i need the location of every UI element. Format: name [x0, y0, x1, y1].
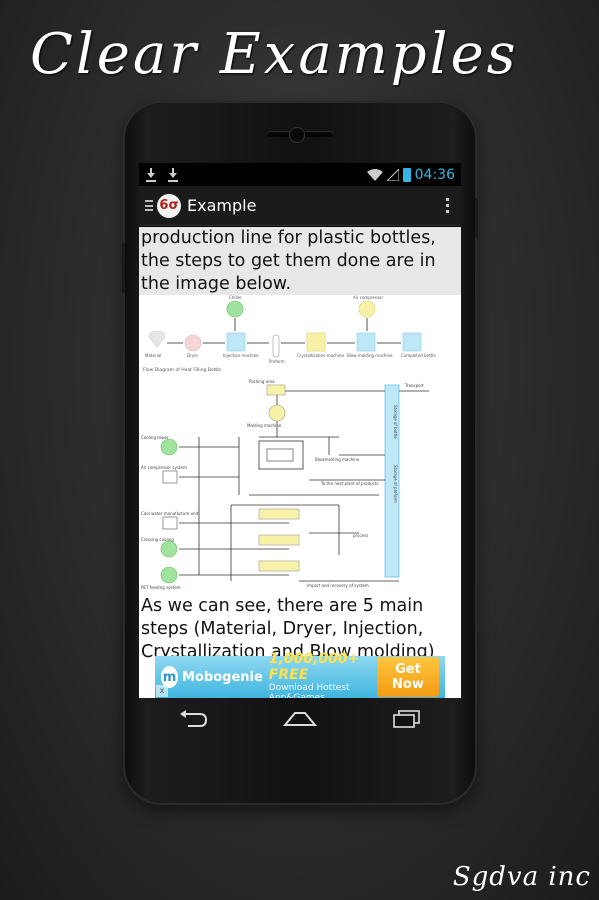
ad-brand: Mobogenie [182, 669, 263, 685]
diagram-label: Cooling tower [141, 435, 169, 440]
diagram-label: Crossing cooling [141, 537, 174, 542]
air-compressor-system-shape [162, 470, 178, 484]
front-camera-icon [290, 128, 304, 142]
packing-area-shape [266, 384, 286, 396]
diagram-label: To the next plant of products [320, 481, 379, 486]
paragraph-top: production line for plastic bottles, the… [139, 227, 461, 295]
article-content[interactable]: production line for plastic bottles, the… [139, 227, 461, 698]
diagram-label: Import and recovery of system [307, 583, 369, 588]
drawer-indicator-icon[interactable] [145, 200, 153, 211]
download-icon [167, 167, 179, 182]
diagram-label: Dryer [187, 353, 199, 358]
preform-shape [272, 334, 280, 358]
crystallization-machine-shape [306, 332, 326, 352]
diagram-label: Completed bottle [401, 353, 436, 358]
volume-button [122, 243, 125, 293]
crossing-cooling-shape [160, 540, 178, 558]
diagram-label: Air compressor system [141, 465, 187, 470]
diagram-label: Injection machine [223, 353, 259, 358]
get-now-button[interactable]: Get Now [376, 657, 439, 697]
blow-molding-machine-shape [356, 332, 376, 352]
diagram-schematic: Cooling tower Air compressor system Cool… [141, 379, 429, 590]
air-compressor-shape [358, 300, 376, 318]
diagram-label: Material [145, 353, 161, 358]
power-button [475, 198, 478, 238]
page-title: Example [187, 196, 257, 215]
cool-water-unit-shape [162, 516, 178, 530]
recent-apps-icon[interactable] [387, 705, 427, 733]
back-icon[interactable] [173, 705, 213, 733]
diagram-label: Cool water manufacture unit [141, 511, 199, 516]
diagram-label: Crystallization machine [297, 353, 344, 358]
diagram-label: Storage of bottle [393, 405, 398, 439]
overflow-menu-icon[interactable] [440, 198, 455, 213]
home-icon[interactable] [280, 705, 320, 733]
process-unit-shape [258, 560, 300, 572]
diagram-label: Chiller [229, 295, 242, 300]
promo-headline: Clear Examples [30, 22, 519, 87]
wifi-icon [366, 168, 383, 181]
process-unit-shape [258, 508, 300, 520]
phone-screen: 04:36 6σ Example production line for pla… [139, 163, 461, 698]
navigation-bar [139, 701, 461, 737]
ad-subtext: Download Hottest App&Games [268, 683, 350, 698]
diagram-label: process [353, 533, 368, 538]
diagram-label: Transport [404, 383, 424, 388]
pet-feeding-shape [160, 566, 178, 584]
diagram-label: Blowmolding machine [315, 457, 360, 462]
diagram-label: PET feeding system [141, 585, 181, 590]
chiller-shape [226, 300, 244, 318]
dryer-shape [184, 334, 202, 352]
diagram-label: Packing area [249, 379, 275, 384]
diagram-caption: Flow Diagram of Heat Filling Bottle [143, 367, 221, 373]
developer-credit: Sgdva inc [452, 862, 591, 892]
diagram-top-row: Material Dryer Injection machine Preform… [143, 295, 436, 373]
diagram-label: Preform [269, 359, 285, 364]
material-shape [148, 330, 166, 348]
status-bar: 04:36 [139, 163, 461, 186]
app-logo[interactable]: 6σ [157, 193, 181, 218]
injection-machine-shape [226, 332, 246, 352]
battery-icon [402, 167, 411, 182]
status-time: 04:36 [414, 166, 455, 183]
diagram-label: Molding machine [247, 423, 282, 428]
mobogenie-logo-icon: m [161, 666, 179, 688]
download-icon [145, 167, 157, 182]
process-flow-diagram: Material Dryer Injection machine Preform… [141, 295, 436, 590]
storage-column [384, 384, 400, 578]
action-bar: 6σ Example [139, 186, 461, 226]
process-unit-shape [258, 534, 300, 546]
phone-device: 04:36 6σ Example production line for pla… [122, 103, 478, 803]
completed-bottle-shape [402, 332, 422, 352]
ad-banner[interactable]: m Mobogenie 1,000,000+ FREE Download Hot… [155, 651, 445, 698]
ad-offer: 1,000,000+ FREE [268, 651, 360, 683]
diagram-label: Blow molding machine [347, 353, 393, 358]
signal-icon [386, 168, 399, 181]
cooling-tower-shape [160, 438, 178, 456]
molding-machine-shape [268, 404, 286, 422]
ad-close-icon[interactable]: x [156, 685, 168, 697]
diagram-label: Storage of preform [393, 465, 398, 503]
diagram-label: Air compressor [353, 295, 383, 300]
